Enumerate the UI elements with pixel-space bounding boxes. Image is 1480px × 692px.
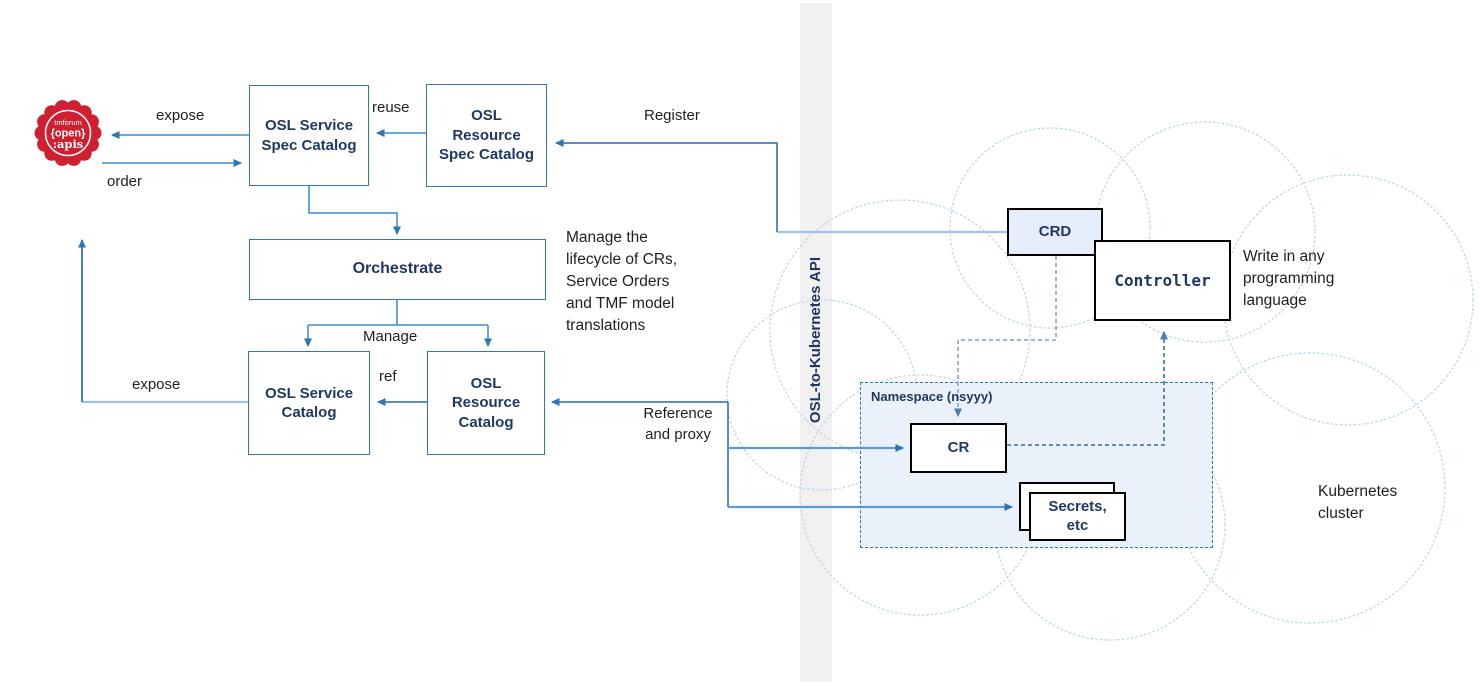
box-osl-service-catalog: OSL Service Catalog [248,351,370,455]
box-crd: CRD [1007,208,1103,256]
label-reference-and-proxy: Reference and proxy [643,405,713,443]
box-controller: Controller [1094,240,1231,321]
label-expose-top: expose [156,107,205,124]
logo-ring [44,109,92,157]
box-secrets: Secrets, etc [1029,492,1126,541]
edge-cr-to-controller-dashed [1007,331,1168,446]
edge-crd-to-cr-dashed [954,256,1057,417]
annotation-write-any-language: Write in any programming language [1243,248,1335,309]
edge-spec-to-orchestrate [308,186,401,235]
box-osl-service-spec-catalog: OSL Service Spec Catalog [249,85,369,186]
label-manage: Manage [363,328,418,345]
label-ref: ref [379,368,397,385]
label-expose-bottom: expose [132,376,181,393]
logo-text-apis: :apis [53,137,84,151]
api-bar-label: OSL-to-Kubernetes API [807,256,824,424]
label-reuse: reuse [372,99,410,116]
logo-text-tmforum: tmforum [54,118,82,127]
box-orchestrate: Orchestrate [249,239,546,300]
annotation-kubernetes-cluster: Kubernetes cluster [1318,483,1398,522]
cloud-arc [949,127,1151,329]
annotation-lifecycle: Manage the lifecycle of CRs, Service Ord… [566,229,678,334]
osl-to-kubernetes-api-bar [800,3,832,682]
label-order: order [107,173,143,190]
label-register: Register [644,107,700,124]
namespace-label: Namespace (nsyyy) [871,389,993,404]
box-osl-resource-catalog: OSL Resource Catalog [427,351,545,455]
edge-register [555,139,778,232]
logo-text-open: {open} [51,128,87,140]
box-osl-resource-spec-catalog: OSL Resource Spec Catalog [426,84,547,187]
tmforum-open-apis-logo: tmforum {open} :apis [34,100,102,166]
cloud-arc [1094,121,1316,343]
box-cr: CR [910,423,1007,473]
